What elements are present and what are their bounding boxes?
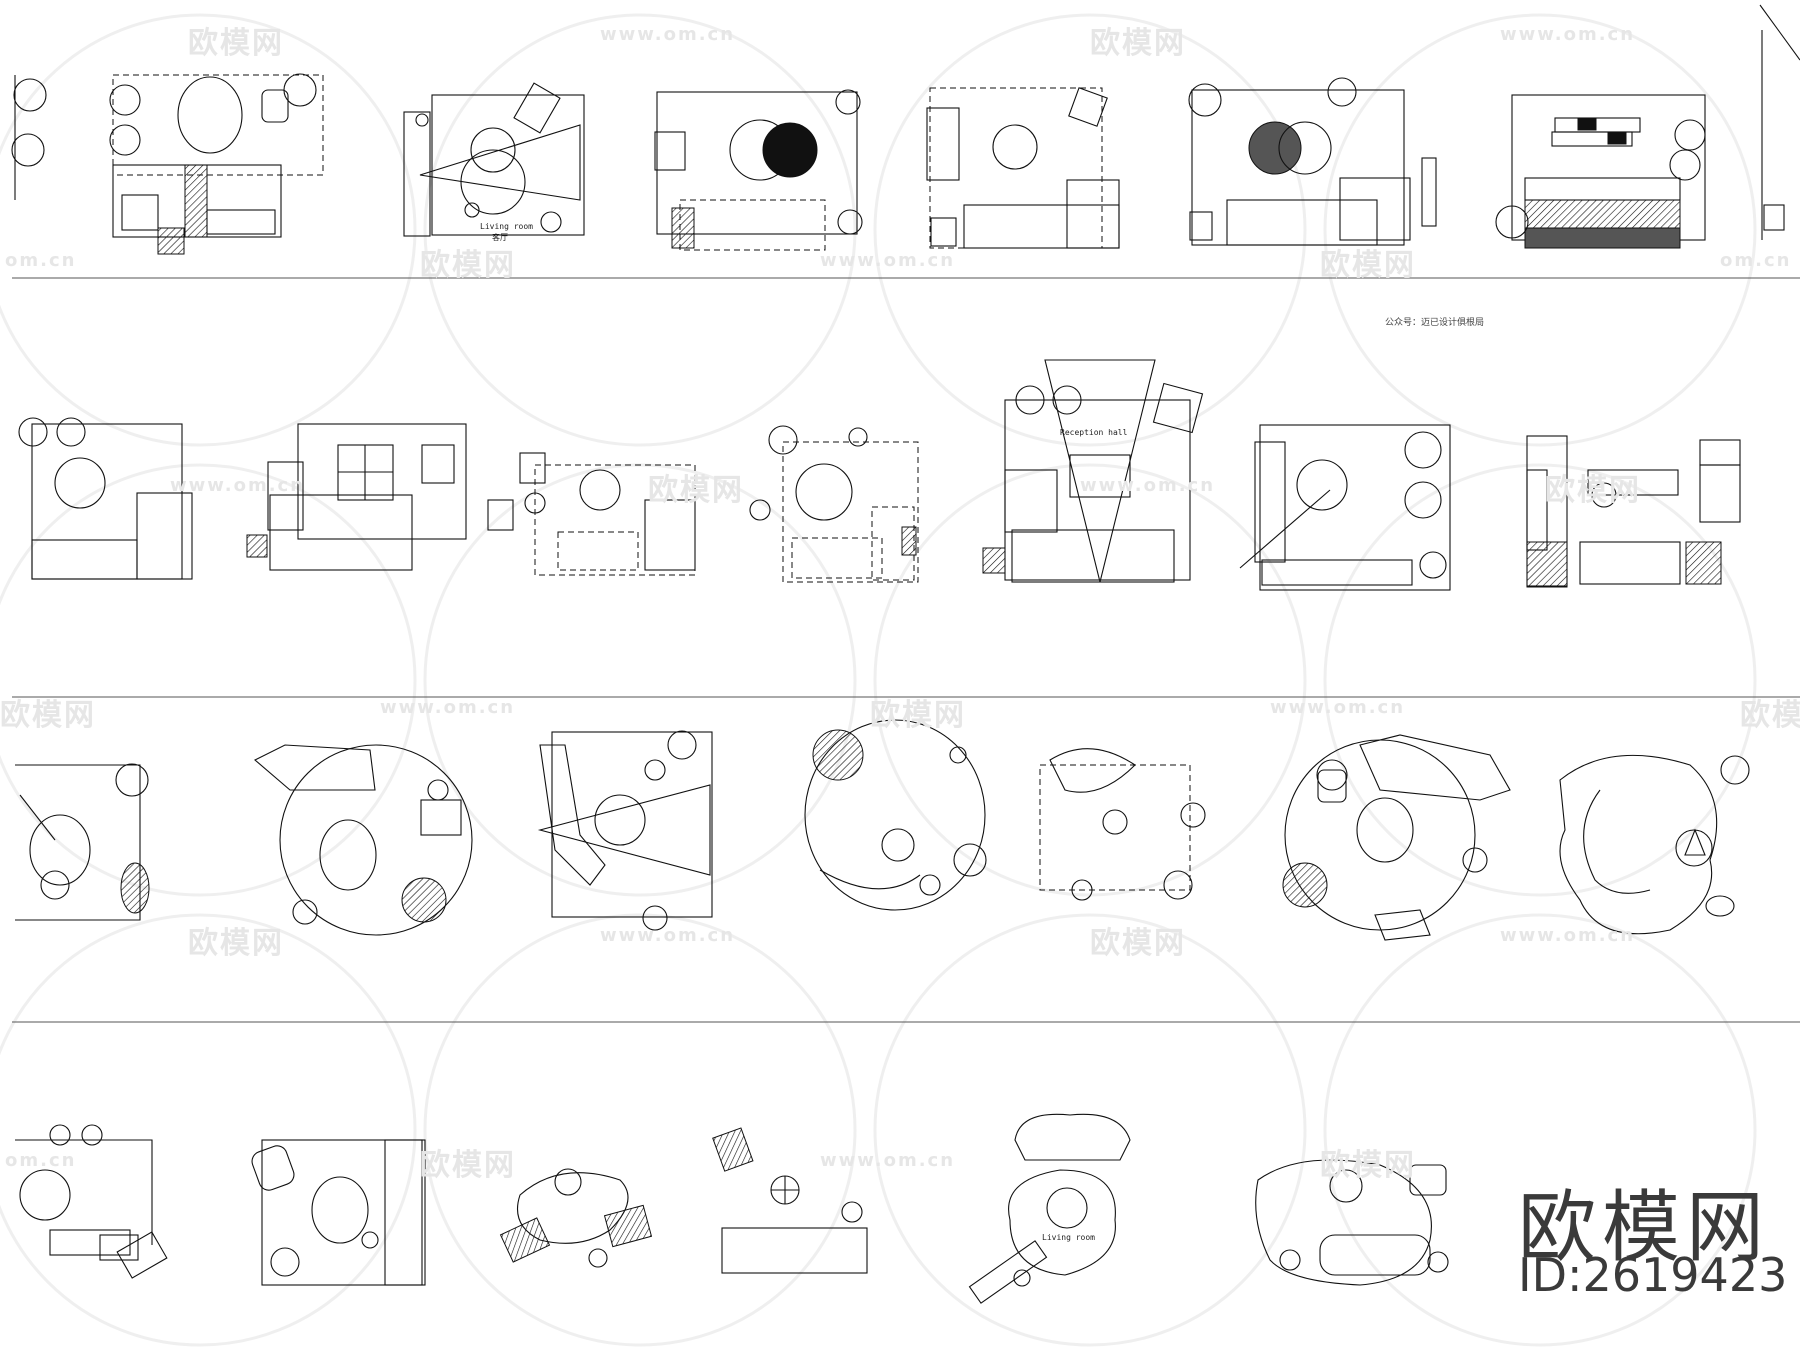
- plan-row2-7: [1526, 435, 1741, 588]
- plan-row4-2: [251, 1139, 426, 1286]
- watermark-cn: 欧模网: [1090, 26, 1186, 61]
- watermark-url: www.om.cn: [1270, 697, 1406, 718]
- watermark-cn: 欧模网: [1090, 926, 1186, 961]
- watermark-url: www.om.cn: [1080, 475, 1216, 496]
- watermark-cn: 欧模网: [188, 926, 284, 961]
- plan-row3-6: [1282, 734, 1511, 941]
- plan-row4-4: [712, 1127, 868, 1274]
- plan-row3-7: [1559, 754, 1750, 935]
- watermark-url: www.om.cn: [380, 697, 516, 718]
- watermark-cn: 欧模网: [0, 698, 96, 733]
- plan-row2-4: [749, 425, 919, 583]
- plan-row3-1: [15, 763, 150, 921]
- watermark-cn: 欧模网: [420, 248, 516, 283]
- brand-id: ID:2619423: [1518, 1248, 1788, 1302]
- watermark-url: www.om.cn: [170, 475, 306, 496]
- plan-row2-3: [487, 452, 696, 576]
- plan-row4-5: [968, 1113, 1131, 1304]
- watermark-url: www.om.cn: [600, 925, 736, 946]
- watermark-cn: 欧模网: [870, 698, 966, 733]
- plan-row1-5: [1188, 77, 1437, 246]
- watermark-circles: [0, 13, 1757, 1347]
- room-label-living-room: Living room: [480, 222, 533, 231]
- watermark-cn: 欧模网: [1545, 473, 1641, 508]
- brand-logo-text: 欧模网: [1518, 1183, 1771, 1273]
- plan-row1-edge: [1759, 4, 1800, 240]
- watermark-url: www.om.cn: [600, 24, 736, 45]
- plan-row1-2: [403, 82, 585, 237]
- watermark-url: www.om.cn: [820, 1150, 956, 1171]
- watermark-url: om.cn: [5, 250, 77, 271]
- watermark-url: www.om.cn: [820, 250, 956, 271]
- plan-row2-5: [982, 359, 1204, 583]
- plan-row3-2: [254, 744, 473, 936]
- watermark-url: om.cn: [1720, 250, 1792, 271]
- plan-row3-3: [537, 730, 713, 931]
- plan-row1-0: [11, 75, 47, 200]
- plan-row1-1: [109, 73, 324, 255]
- row-dividers: [12, 277, 1800, 1023]
- watermark-url: www.om.cn: [1500, 925, 1636, 946]
- plan-row1-3: [654, 89, 863, 251]
- plan-row3-5: [1039, 748, 1206, 901]
- room-label-reception-hall: Reception hall: [1060, 428, 1128, 437]
- plan-row1-6: [1495, 94, 1706, 249]
- watermark-url: www.om.cn: [1500, 24, 1636, 45]
- plan-row3-4: [804, 719, 987, 911]
- watermark-url: om.cn: [5, 1150, 77, 1171]
- watermark-cn: 欧模网: [648, 473, 744, 508]
- plan-row1-4: [926, 87, 1120, 249]
- plan-row4-6: [1255, 1159, 1449, 1286]
- plan-row2-6: [1239, 424, 1451, 591]
- watermark-cn: 欧模网: [1320, 1148, 1416, 1183]
- watermark-cn: 欧模网: [1320, 248, 1416, 283]
- watermark-cn: 欧模网: [420, 1148, 516, 1183]
- plan-row2-1: [18, 417, 193, 580]
- plan-row4-1: [15, 1124, 168, 1279]
- plan-row2-2: [246, 423, 467, 571]
- watermark-cn: 欧模网: [1740, 698, 1800, 733]
- room-label-living-room-4: Living room: [1042, 1233, 1095, 1242]
- plan-row4-3: [499, 1168, 653, 1268]
- caption-text: 公众号：迈已设计俱根局: [1385, 318, 1485, 328]
- room-label-living-room-cn: 客厅: [492, 233, 508, 242]
- watermark-cn: 欧模网: [188, 26, 284, 61]
